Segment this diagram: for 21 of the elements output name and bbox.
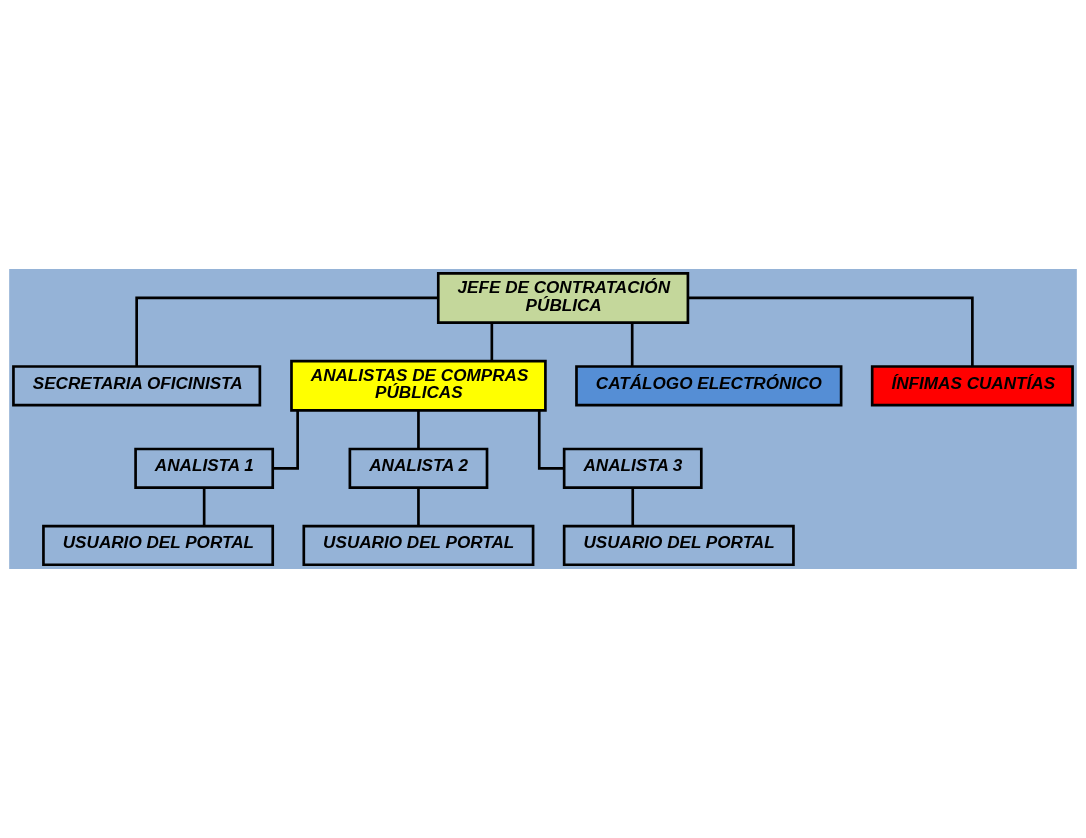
connector (273, 410, 299, 470)
node-box: ANALISTA 3 (562, 447, 703, 489)
connector (630, 322, 634, 367)
connector (135, 296, 439, 367)
node-box: ANALISTA 2 (348, 447, 489, 489)
connector (417, 487, 420, 526)
node-box: JEFE DE CONTRATACIÓN PÚBLICA (436, 271, 690, 324)
node-box: USUARIO DEL PORTAL (562, 524, 795, 567)
connector (631, 487, 635, 526)
connector (490, 322, 494, 362)
connector (202, 487, 206, 526)
connector (537, 410, 564, 470)
node-box: ÍNFIMAS CUANTÍAS (870, 365, 1074, 407)
node-box: USUARIO DEL PORTAL (302, 524, 535, 567)
connector (688, 296, 974, 367)
node-box: USUARIO DEL PORTAL (42, 524, 275, 567)
node-box: SECRETARIA OFICINISTA (12, 365, 262, 407)
node-box: ANALISTA 1 (134, 447, 275, 489)
node-box: CATÁLOGO ELECTRÓNICO (575, 365, 843, 407)
connector (417, 410, 420, 449)
node-box: ANALISTAS DE COMPRAS PÚBLICAS (290, 359, 547, 412)
